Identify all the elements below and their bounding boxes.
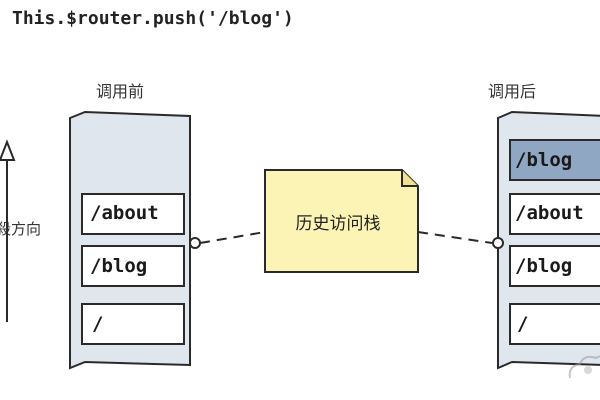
cloud-watermark-icon (568, 355, 600, 379)
direction-label: 殺方向 (0, 220, 42, 238)
connector-right (417, 231, 493, 244)
stack-after-box-about (509, 193, 600, 235)
stack-before-box-blog (81, 245, 185, 287)
stack-after-box-root (509, 303, 600, 345)
stack-before-box-root (81, 303, 185, 345)
history-stack-note-label: 历史访问栈 (295, 214, 381, 234)
stack-after-item: /blog (515, 255, 573, 277)
history-stack-note (264, 169, 419, 273)
stack-after-item: / (517, 313, 529, 335)
stack-after-box-blog-new (509, 139, 600, 181)
stack-after-item-new: /blog (515, 149, 573, 171)
code-title: This.$router.push('/blog') (12, 8, 294, 29)
stack-before-item: /blog (90, 255, 148, 277)
after-label: 调用后 (488, 82, 537, 101)
stack-after-item: /about (515, 202, 584, 224)
connector-left-dot (189, 237, 201, 249)
before-label: 调用前 (96, 82, 145, 101)
stack-after-box-blog (509, 245, 600, 287)
connector-right-dot (492, 237, 504, 249)
stack-before-box-about (81, 193, 185, 235)
arrow-up-icon (0, 139, 16, 322)
stack-before-item: /about (90, 202, 159, 224)
stack-before-item: / (92, 313, 104, 335)
connector-left (199, 231, 266, 244)
